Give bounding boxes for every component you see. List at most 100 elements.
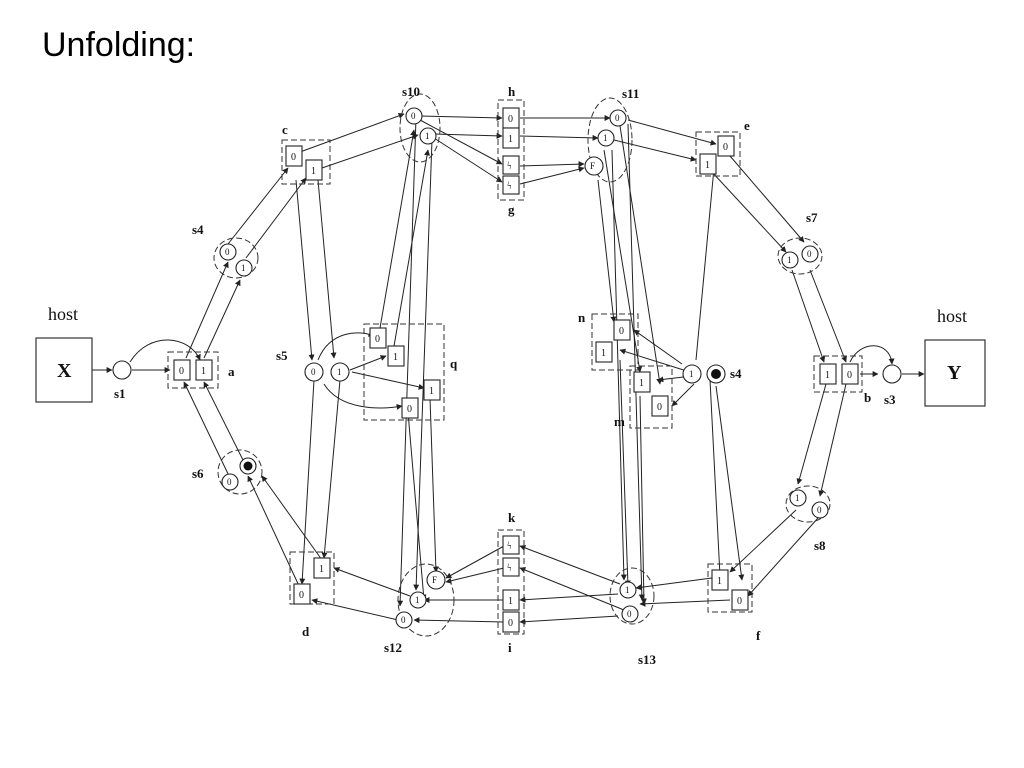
svg-text:0: 0 xyxy=(508,618,513,629)
svg-text:0: 0 xyxy=(847,370,852,381)
label-s4-right: s4 xyxy=(730,366,742,381)
transitions: 0 1 0 1 1 0 0 1 1 0 0 1 ϟ ϟ ϟ ϟ xyxy=(173,107,859,633)
token-dot xyxy=(711,369,721,379)
place-s13-1 xyxy=(619,581,637,599)
label-s12: s12 xyxy=(384,640,402,655)
svg-text:1: 1 xyxy=(705,160,710,171)
svg-text:0: 0 xyxy=(807,249,812,259)
label-s10: s10 xyxy=(402,84,420,99)
place-s8-1 xyxy=(789,489,807,507)
label-n: n xyxy=(578,310,586,325)
svg-text:0: 0 xyxy=(291,152,296,163)
host-y-name: Y xyxy=(947,362,962,384)
place-s10-0 xyxy=(405,107,423,125)
label-g: g xyxy=(508,202,515,217)
place-s8-0 xyxy=(811,501,829,519)
svg-text:1: 1 xyxy=(201,366,206,377)
svg-text:ϟ: ϟ xyxy=(507,181,512,192)
svg-text:1: 1 xyxy=(601,348,606,359)
svg-text:0: 0 xyxy=(299,590,304,601)
svg-text:1: 1 xyxy=(639,378,644,389)
svg-text:0: 0 xyxy=(657,402,662,413)
place-s12-0 xyxy=(395,611,413,629)
svg-text:ϟ: ϟ xyxy=(507,161,512,172)
svg-text:1: 1 xyxy=(429,386,434,397)
place-s11-0 xyxy=(609,109,627,127)
label-k: k xyxy=(508,510,516,525)
token-dot xyxy=(243,461,253,471)
place-s3 xyxy=(882,364,902,384)
svg-text:0: 0 xyxy=(227,477,232,487)
slide-title: Unfolding: xyxy=(42,26,196,64)
svg-text:F: F xyxy=(432,575,437,585)
label-s3: s3 xyxy=(884,392,896,407)
svg-text:1: 1 xyxy=(241,263,246,273)
label-s7: s7 xyxy=(806,210,818,225)
group-outlines xyxy=(167,93,863,637)
svg-text:1: 1 xyxy=(603,133,608,143)
place-s5-1 xyxy=(330,362,350,382)
label-s13: s13 xyxy=(638,652,657,667)
place-s4-0 xyxy=(219,243,237,261)
label-s6: s6 xyxy=(192,466,204,481)
svg-text:ϟ: ϟ xyxy=(507,541,512,552)
place-s12-1 xyxy=(409,591,427,609)
place-s1 xyxy=(112,360,132,380)
svg-text:0: 0 xyxy=(411,111,416,121)
label-s11: s11 xyxy=(622,86,639,101)
svg-text:1: 1 xyxy=(717,576,722,587)
place-s5-0 xyxy=(304,362,324,382)
svg-text:0: 0 xyxy=(619,326,624,337)
svg-text:0: 0 xyxy=(723,142,728,153)
label-m: m xyxy=(614,414,625,429)
svg-text:0: 0 xyxy=(375,334,380,345)
svg-text:1: 1 xyxy=(319,564,324,575)
label-s4-top: s4 xyxy=(192,222,204,237)
place-s6-0 xyxy=(221,473,239,491)
svg-text:1: 1 xyxy=(508,134,513,145)
svg-text:0: 0 xyxy=(401,615,406,625)
place-s12-f xyxy=(426,570,446,590)
host-x: host X xyxy=(35,304,93,403)
svg-text:1: 1 xyxy=(795,493,800,503)
svg-text:ϟ: ϟ xyxy=(507,563,512,574)
svg-text:0: 0 xyxy=(311,367,316,377)
svg-text:1: 1 xyxy=(825,370,830,381)
node-labels: s1 s3 s4 s5 s6 s4 s7 s8 s10 s11 s12 s13 … xyxy=(114,84,896,667)
svg-text:0: 0 xyxy=(225,247,230,257)
label-s8: s8 xyxy=(814,538,826,553)
arcs xyxy=(92,113,925,625)
host-x-label: host xyxy=(48,304,78,324)
host-y: host Y xyxy=(924,306,986,407)
label-e: e xyxy=(744,118,750,133)
svg-text:0: 0 xyxy=(508,114,513,125)
label-b: b xyxy=(864,390,871,405)
svg-text:1: 1 xyxy=(425,131,430,141)
label-i: i xyxy=(508,640,512,655)
svg-text:0: 0 xyxy=(817,505,822,515)
svg-text:0: 0 xyxy=(737,596,742,607)
label-c: c xyxy=(282,122,288,137)
place-s13-0 xyxy=(621,605,639,623)
svg-text:1: 1 xyxy=(787,255,792,265)
label-a: a xyxy=(228,364,235,379)
svg-text:0: 0 xyxy=(615,113,620,123)
svg-text:1: 1 xyxy=(311,166,316,177)
label-f: f xyxy=(756,628,761,643)
svg-text:0: 0 xyxy=(627,609,632,619)
place-s4-1 xyxy=(235,259,253,277)
places: 0 1 0 0 1 0 1 0 1 F 1 1 0 1 0 F xyxy=(112,107,902,629)
svg-text:0: 0 xyxy=(179,366,184,377)
label-s1: s1 xyxy=(114,386,126,401)
svg-text:1: 1 xyxy=(393,352,398,363)
place-s7-1 xyxy=(781,251,799,269)
svg-text:1: 1 xyxy=(508,596,513,607)
svg-text:1: 1 xyxy=(625,585,630,595)
place-s11-f xyxy=(584,156,604,176)
svg-text:F: F xyxy=(590,161,595,171)
svg-text:1: 1 xyxy=(415,595,420,605)
host-x-name: X xyxy=(57,360,72,382)
label-q: q xyxy=(450,356,458,371)
place-s10-1 xyxy=(419,127,437,145)
